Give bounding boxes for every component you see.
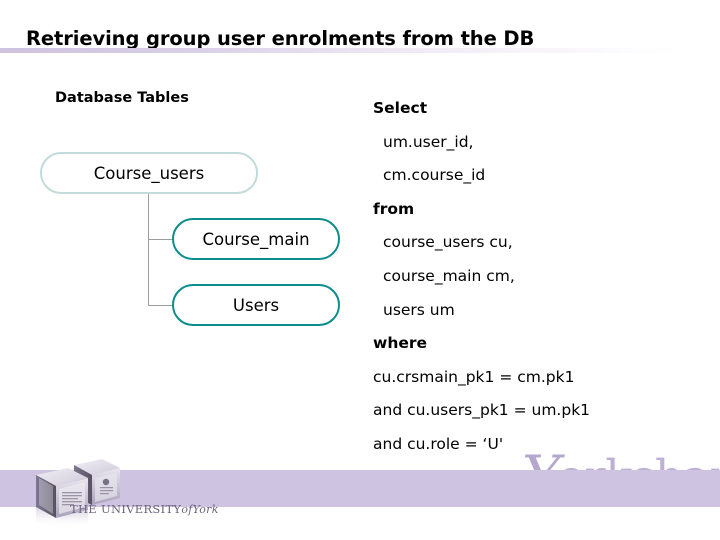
- connector-branch-users: [148, 305, 174, 306]
- sql-line: um.user_id,: [383, 132, 474, 151]
- sql-line: cu.crsmain_pk1 = cm.pk1: [373, 367, 575, 386]
- node-course-users[interactable]: Course_users: [40, 152, 258, 194]
- database-tables-heading: Database Tables: [55, 90, 189, 106]
- sql-line: users um: [383, 300, 455, 319]
- sql-line: and cu.users_pk1 = um.pk1: [373, 401, 591, 420]
- database-tables-diagram: Course_users Course_main Users: [0, 0, 380, 360]
- node-users[interactable]: Users: [172, 284, 340, 326]
- cube-reflection: [36, 507, 88, 529]
- wordmark-the: THE: [70, 502, 97, 516]
- page-title: Retrieving group user enrolments from th…: [26, 27, 535, 50]
- sql-line: course_users cu,: [383, 233, 513, 252]
- wordmark-university: UNIVERSITY: [100, 502, 182, 516]
- wordmark-of: of: [181, 503, 193, 516]
- sql-line: from: [373, 199, 415, 218]
- sql-query-block: Select um.user_id, cm.course_id from cou…: [373, 92, 703, 462]
- sql-line: and cu.role = ‘U': [373, 434, 504, 453]
- sql-line: course_main cm,: [383, 266, 515, 285]
- university-cubes-logo: [36, 459, 120, 529]
- university-wordmark: THE UNIVERSITYofYork: [70, 502, 219, 516]
- wordmark-york: York: [192, 503, 219, 516]
- title-divider: [0, 48, 680, 53]
- sql-line: where: [373, 334, 428, 353]
- cube-front: [36, 468, 88, 518]
- connector-branch-course-main: [148, 239, 174, 240]
- node-course-users-label: Course_users: [93, 163, 205, 183]
- node-course-main[interactable]: Course_main: [172, 218, 340, 260]
- sql-line: Select: [373, 99, 428, 117]
- sql-line: cm.course_id: [383, 166, 486, 185]
- node-course-main-label: Course_main: [202, 229, 310, 249]
- node-users-label: Users: [232, 295, 280, 315]
- connector-trunk: [148, 193, 149, 306]
